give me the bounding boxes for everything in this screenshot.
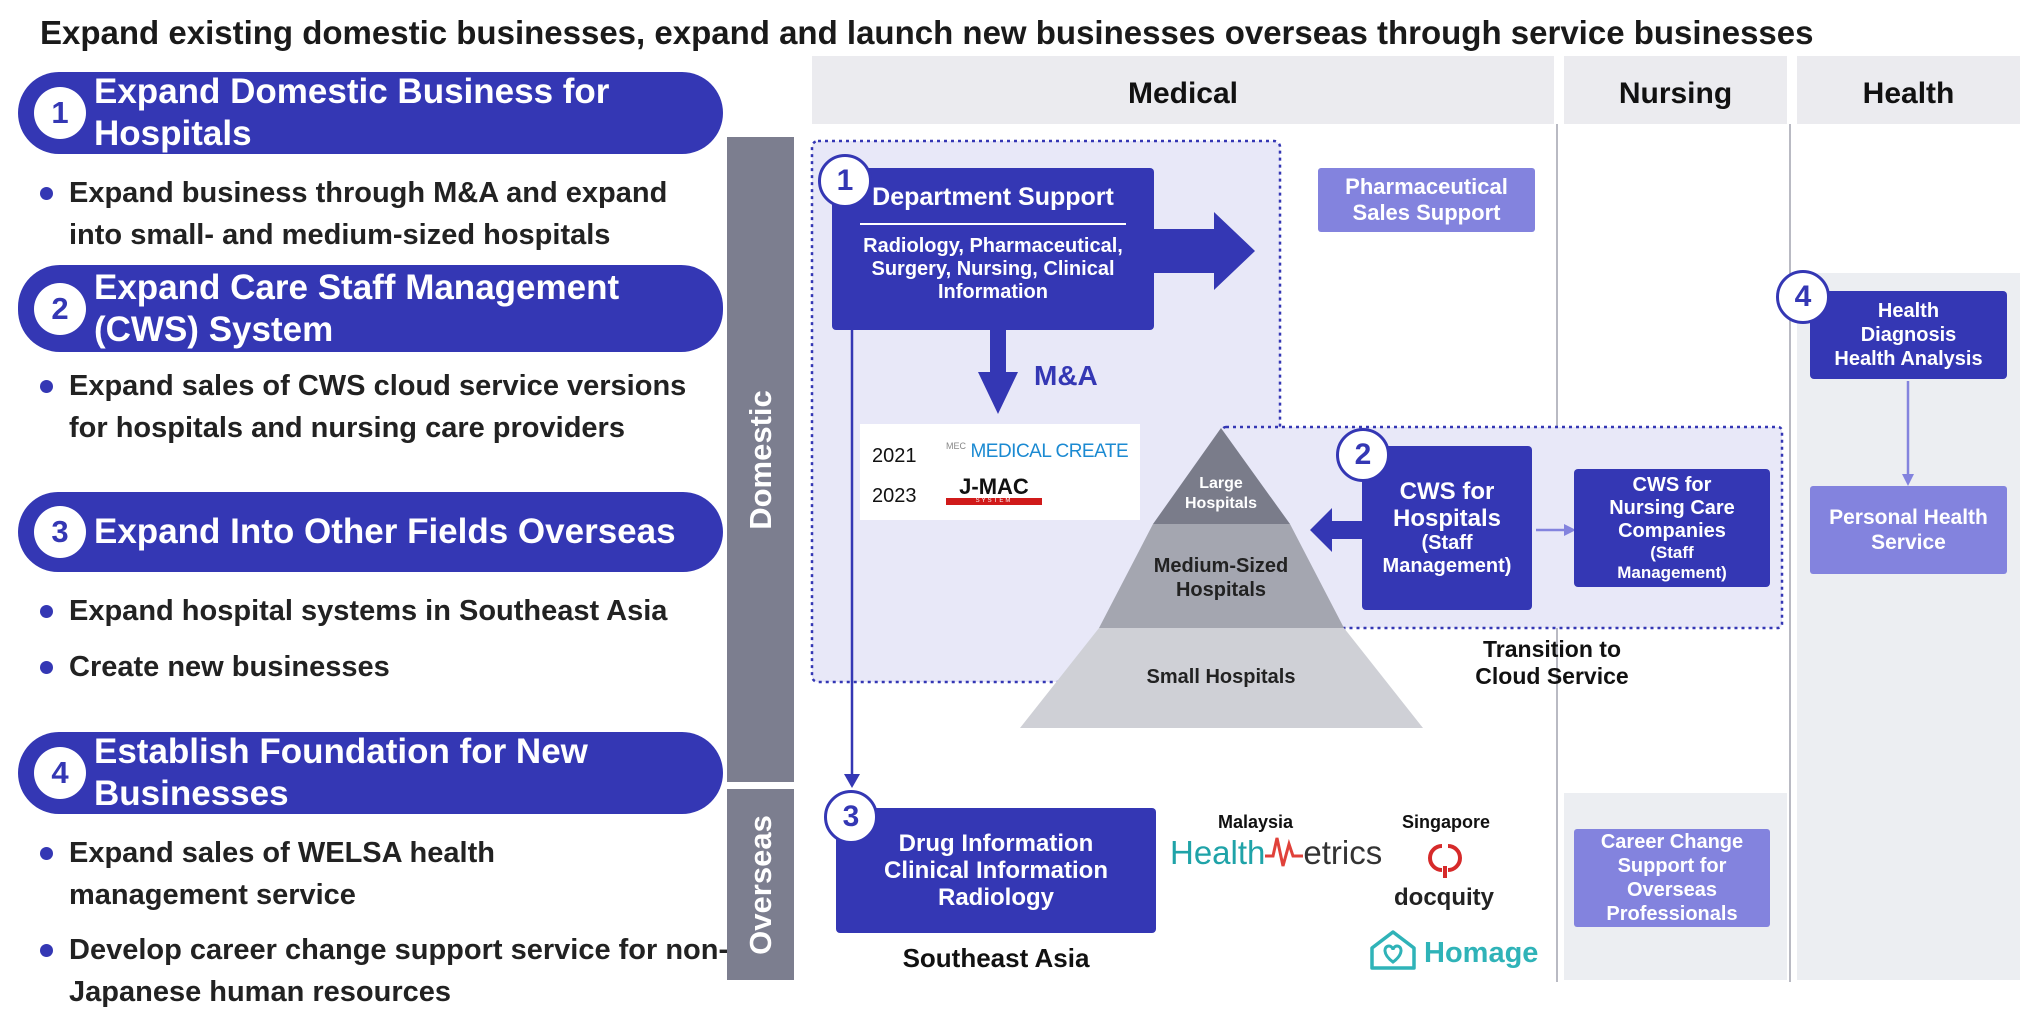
pyramid-label-small: Small Hospitals: [1146, 666, 1296, 688]
pyramid-label-medium: Medium-Sized Hospitals: [1153, 555, 1289, 601]
arrow-cws-nursing-head: [1564, 524, 1576, 536]
section-4-bullet-1: Expand sales of WELSA health management …: [38, 832, 598, 916]
badge-4: 4: [1776, 270, 1830, 324]
homage-logo: Homage: [1424, 937, 1539, 969]
career-change-box: Career Change Support for Overseas Profe…: [1574, 829, 1770, 927]
acq-year-2023: 2023: [872, 485, 917, 507]
cws-nursing-title: CWS for Nursing Care Companies: [1609, 473, 1735, 542]
section-2-title: Expand Care Staff Management (CWS) Syste…: [94, 267, 620, 349]
southeast-asia-label: Southeast Asia: [902, 943, 1090, 973]
homage-house-icon: [1370, 930, 1416, 970]
acq-year-2021: 2021: [872, 445, 917, 467]
cws-nursing-box: CWS for Nursing Care Companies (Staff Ma…: [1574, 469, 1770, 587]
docquity-mark-icon: [1428, 844, 1462, 878]
section-1-heading: 1 Expand Domestic Business for Hospitals: [18, 72, 723, 154]
section-3-bullet-1: Expand hospital systems in Southeast Asi…: [38, 590, 728, 632]
medical-create-text: MEDICAL CREATE: [970, 441, 1129, 462]
overseas-drug-box: Drug Information Clinical Information Ra…: [836, 808, 1156, 933]
healthmetrics-pulse-icon: [1265, 837, 1304, 867]
pyramid-large: [1153, 428, 1290, 524]
healthmetrics-logo: Health etrics: [1170, 834, 1382, 872]
medical-create-logo: MEC MEDICAL CREATE: [946, 441, 1129, 463]
docquity-logo: docquity: [1394, 884, 1494, 911]
arrowhead-to-overseas: [844, 774, 860, 788]
row-band-domestic: Domestic: [727, 137, 794, 782]
section-2-number: 2: [34, 282, 86, 335]
badge-2: 2: [1336, 428, 1390, 482]
divider-nursing-health: [1789, 124, 1791, 982]
dept-support-detail: Radiology, Pharmaceutical, Surgery, Nurs…: [863, 235, 1123, 303]
page-title: Expand existing domestic businesses, exp…: [40, 14, 1814, 51]
ma-label: M&A: [1034, 360, 1098, 391]
badge-1: 1: [818, 154, 872, 208]
arrow-down-ma: [978, 330, 1018, 414]
section-2-bullet-1: Expand sales of CWS cloud service versio…: [38, 365, 698, 449]
cws-nursing-sub: (Staff Management): [1617, 542, 1727, 582]
pyramid-label-large: Large Hospitals: [1184, 475, 1257, 512]
cws-hospitals-title: CWS for Hospitals: [1392, 478, 1502, 532]
healthmetrics-text-b: etrics: [1303, 834, 1383, 871]
cws-hospitals-box: CWS for Hospitals (Staff Management): [1362, 446, 1532, 610]
section-4-number: 4: [34, 747, 86, 799]
country-singapore: Singapore: [1402, 812, 1491, 832]
section-4-heading: 4 Establish Foundation for New Businesse…: [18, 732, 723, 814]
acquisitions-box: 2021 MEC MEDICAL CREATE 2023 J-MAC SYSTE…: [860, 424, 1140, 520]
section-1-number: 1: [34, 87, 86, 139]
section-3-number: 3: [34, 506, 86, 558]
section-1-bullet-1: Expand business through M&A and expand i…: [38, 172, 728, 256]
personal-health-box: Personal Health Service: [1810, 486, 2007, 574]
arrow-left-cws: [1310, 508, 1366, 552]
transition-label: Transition to Cloud Service: [1475, 636, 1629, 689]
column-header-nursing: Nursing: [1564, 56, 1787, 124]
section-3-bullet-2: Create new businesses: [38, 646, 728, 688]
section-1-title: Expand Domestic Business for Hospitals: [94, 72, 610, 153]
dept-support-box: Department Support Radiology, Pharmaceut…: [832, 168, 1154, 330]
pharma-sales-box: Pharmaceutical Sales Support: [1318, 168, 1535, 232]
jmac-sub: SYSTEM: [946, 498, 1042, 505]
pyramid-medium: [1099, 524, 1344, 628]
section-3-heading: 3 Expand Into Other Fields Overseas: [18, 492, 723, 572]
country-malaysia: Malaysia: [1218, 812, 1294, 832]
row-band-overseas: Overseas: [727, 789, 794, 980]
badge-3: 3: [824, 790, 878, 844]
column-header-medical: Medical: [812, 56, 1554, 124]
medical-create-mark: MEC: [946, 441, 966, 451]
column-header-health: Health: [1797, 56, 2020, 124]
dept-support-divider: [860, 223, 1126, 225]
pyramid-small: [1020, 628, 1423, 728]
arrow-right-thick: [1150, 212, 1255, 290]
healthmetrics-text-a: Health: [1170, 834, 1266, 871]
jmac-logo: J-MAC SYSTEM: [946, 476, 1042, 505]
jmac-text: J-MAC: [959, 474, 1029, 499]
section-2-heading: 2 Expand Care Staff Management (CWS) Sys…: [18, 265, 723, 352]
section-3-title: Expand Into Other Fields Overseas: [94, 512, 676, 551]
health-diag-box: Health Diagnosis Health Analysis: [1810, 291, 2007, 379]
arrow-health-head: [1902, 474, 1914, 486]
dept-support-title: Department Support: [872, 183, 1114, 211]
section-4-bullet-2: Develop career change support service fo…: [38, 929, 738, 1013]
cws-hospitals-sub: (Staff Management): [1382, 532, 1512, 577]
section-4-title: Establish Foundation for New Businesses: [94, 732, 588, 813]
